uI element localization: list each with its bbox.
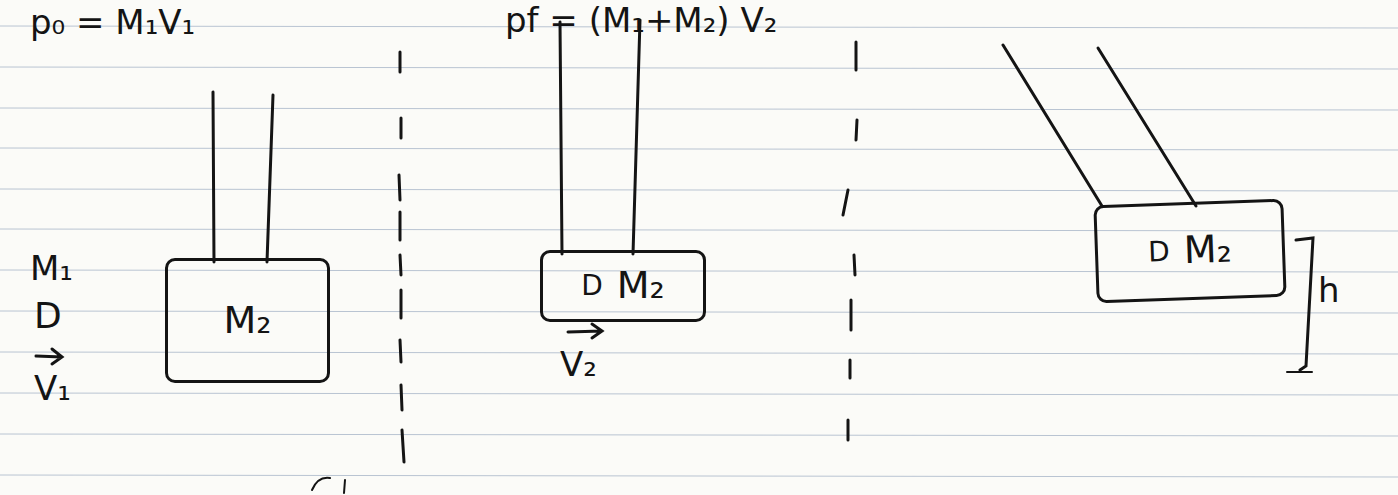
height-label: h xyxy=(1318,272,1340,309)
momentum-equation: p₀ = M₁V₁ xyxy=(30,4,195,41)
pendulum-string xyxy=(1098,48,1196,206)
height-bracket xyxy=(1296,238,1313,370)
bullet-label: D xyxy=(1148,236,1171,268)
mass-label: M₂ xyxy=(617,265,665,307)
separator xyxy=(843,42,857,440)
velocity-label: V₁ xyxy=(34,370,71,407)
pen-mark xyxy=(312,478,345,493)
pendulum-string xyxy=(267,95,273,262)
mass-label: M₂ xyxy=(223,300,271,342)
pendulum-string xyxy=(633,20,640,254)
bullet-label: D xyxy=(34,296,62,336)
pendulum-string xyxy=(1003,45,1102,206)
mass-label: M₂ xyxy=(1183,229,1232,272)
velocity-arrow xyxy=(568,324,602,338)
pendulum-block: D M₂ xyxy=(540,250,706,322)
pendulum-block: M₂ xyxy=(165,258,330,383)
pendulum-string xyxy=(213,92,214,262)
pendulum-string xyxy=(560,22,562,254)
ruled-lines xyxy=(0,26,1398,477)
bullet-label: D xyxy=(581,271,603,302)
velocity-arrow xyxy=(36,349,62,364)
separator xyxy=(399,52,404,462)
mass-label: M₁ xyxy=(30,250,73,287)
velocity-label: V₂ xyxy=(560,346,597,383)
momentum-equation: pf = (M₁+M₂) V₂ xyxy=(505,2,777,39)
height-bracket xyxy=(1287,371,1312,373)
pendulum-block: D M₂ xyxy=(1093,199,1286,304)
